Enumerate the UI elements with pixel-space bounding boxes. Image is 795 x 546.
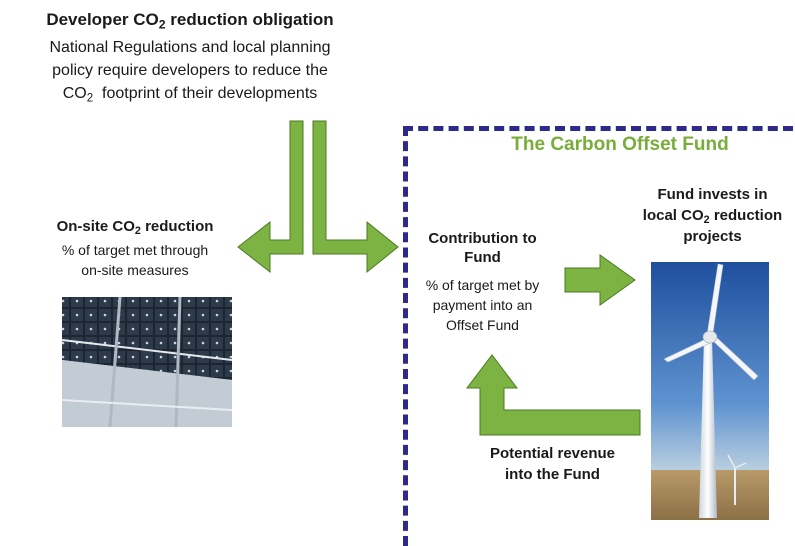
contribution-title: Contribution to Fund xyxy=(405,229,560,267)
arrow-to-onsite xyxy=(237,120,304,274)
onsite-title: On-site CO2 reduction xyxy=(56,218,214,238)
onsite-line-1: % of target met through xyxy=(61,242,209,258)
obligation-line-1: National Regulations and local planning xyxy=(49,39,331,56)
obligation-description: National Regulations and local planning … xyxy=(0,36,380,105)
flow-diagram xyxy=(61,120,769,520)
contribution-title-line-2: Fund xyxy=(464,249,501,266)
contribution-line-1: % of target met by xyxy=(425,277,540,293)
fund-box-title: The Carbon Offset Fund xyxy=(511,134,729,155)
arrow-to-fund xyxy=(312,120,399,274)
contribution-description: % of target met by payment into an Offse… xyxy=(405,275,560,335)
carbon-offset-fund-box xyxy=(403,126,793,546)
contribution-line-3: Offset Fund xyxy=(446,317,519,333)
contribution-line-2: payment into an xyxy=(432,297,533,313)
arrow-revenue-return xyxy=(465,354,641,436)
obligation-line-2: policy require developers to reduce the xyxy=(52,62,328,79)
invest-line-3: projects xyxy=(683,228,742,245)
arrow-to-invest xyxy=(564,254,636,306)
solar-panel-image xyxy=(61,296,233,428)
revenue-line-1: Potential revenue xyxy=(489,445,616,462)
obligation-line-3: CO2 footprint of their developments xyxy=(62,85,318,105)
invest-title: Fund invests in local CO2 reduction proj… xyxy=(625,184,795,247)
invest-line-1: Fund invests in xyxy=(657,186,768,203)
revenue-line-2: into the Fund xyxy=(505,466,600,483)
invest-line-2: local CO2 reduction xyxy=(642,207,783,227)
onsite-line-2: on-site measures xyxy=(81,262,189,278)
obligation-title: Developer CO2 reduction obligation xyxy=(46,10,334,32)
wind-turbine-image xyxy=(651,262,769,520)
contribution-title-line-1: Contribution to xyxy=(428,230,537,247)
onsite-description: % of target met through on-site measures xyxy=(20,240,250,280)
revenue-title: Potential revenue into the Fund xyxy=(465,443,640,485)
split-arrow xyxy=(237,120,399,274)
